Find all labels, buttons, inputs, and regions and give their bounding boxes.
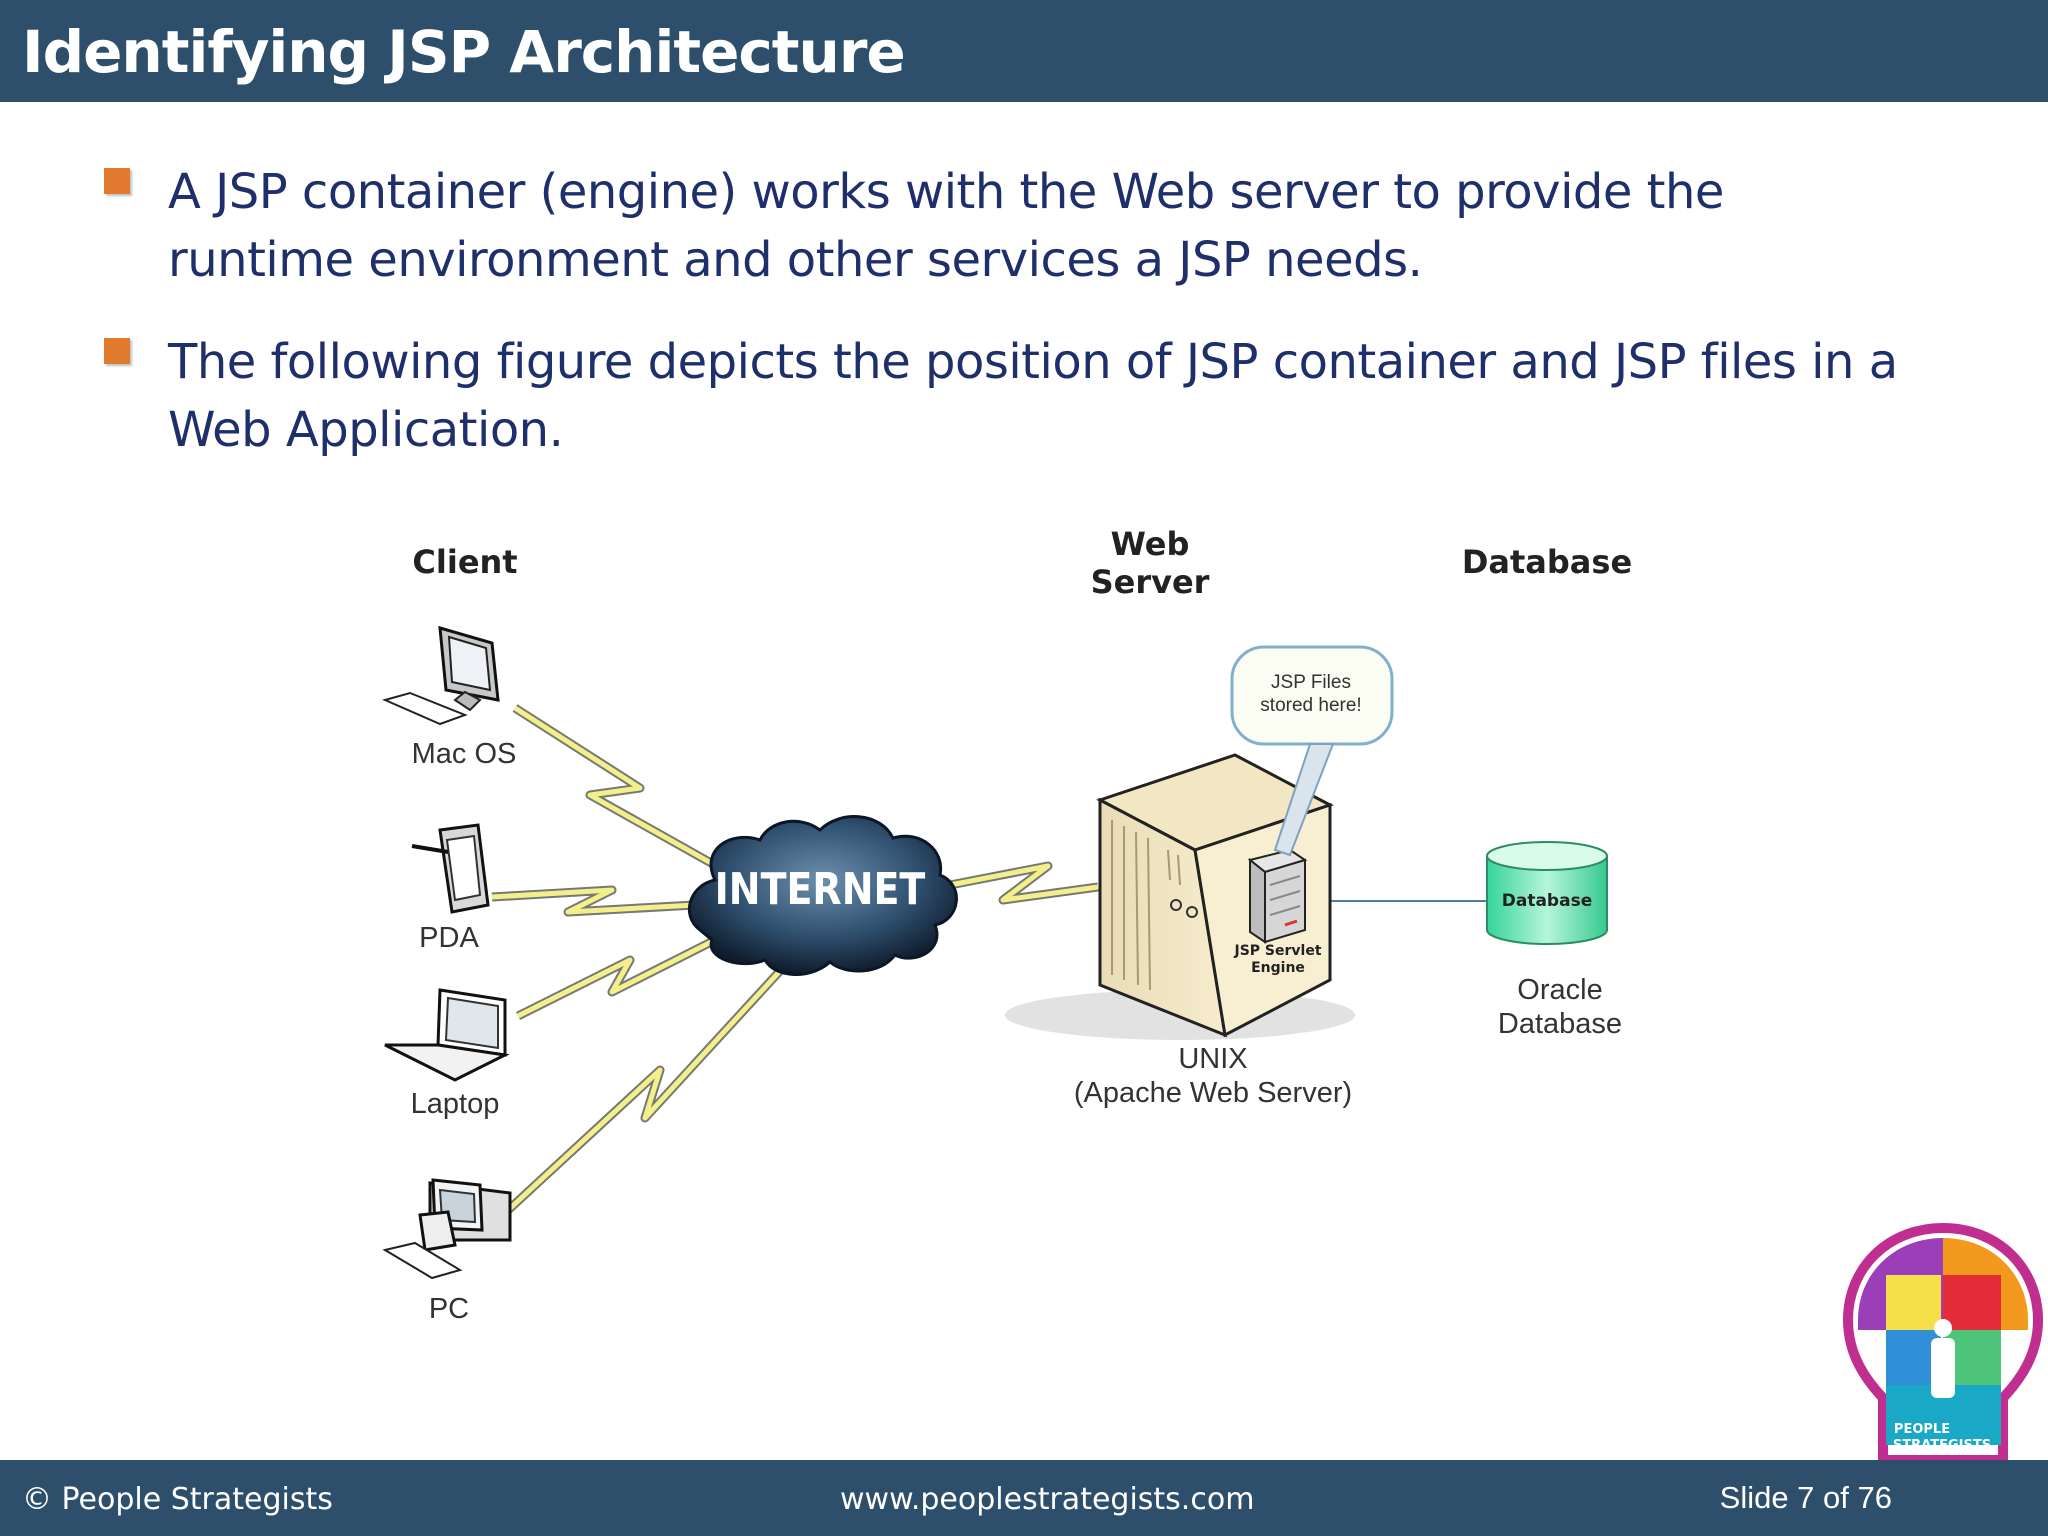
logo-text-line2: STRATEGISTS xyxy=(1893,1438,1991,1453)
lightning-mac-link xyxy=(512,704,723,872)
people-strategists-logo: PEOPLE STRATEGISTS xyxy=(1842,1222,2044,1512)
mac-os-label: Mac OS xyxy=(412,738,517,770)
database-cylinder-label: Database xyxy=(1502,891,1592,911)
pc-label: PC xyxy=(429,1293,469,1325)
logo-text-line1: PEOPLE xyxy=(1894,1422,1950,1437)
slide-title: Identifying JSP Architecture xyxy=(22,18,906,86)
laptop-icon xyxy=(384,988,510,1082)
bullet-text: The following figure depicts the positio… xyxy=(168,334,1898,458)
jsp-engine-box-icon xyxy=(1247,848,1308,944)
client-column-label: Client xyxy=(412,543,517,581)
web-server-column-label-line1: Web xyxy=(1111,525,1190,563)
mac-computer-icon xyxy=(382,625,500,726)
bullet-square-icon xyxy=(104,168,130,194)
bullet-text: A JSP container (engine) works with the … xyxy=(168,164,1724,288)
bullet-list: A JSP container (engine) works with the … xyxy=(100,158,1900,498)
server-label-line1: UNIX xyxy=(1178,1043,1247,1075)
pda-label: PDA xyxy=(419,922,479,954)
bullet-square-icon xyxy=(104,338,130,364)
database-column-label: Database xyxy=(1462,543,1632,581)
website-link[interactable]: www.peoplestrategists.com xyxy=(840,1482,1255,1517)
oracle-db-caption-line2: Database xyxy=(1498,1008,1622,1040)
lightning-pc-link xyxy=(501,956,794,1217)
callout-text-line1: JSP Files xyxy=(1271,672,1351,693)
callout-text-line2: stored here! xyxy=(1260,695,1361,716)
server-label-line2: (Apache Web Server) xyxy=(1074,1077,1352,1109)
copyright-text: © People Strategists xyxy=(22,1482,333,1517)
bullet-item: A JSP container (engine) works with the … xyxy=(100,158,1900,294)
internet-label: INTERNET xyxy=(715,863,926,914)
lightning-server-link xyxy=(949,861,1099,905)
jsp-engine-label-line2: Engine xyxy=(1251,960,1305,976)
pda-icon xyxy=(411,823,490,914)
web-server-tower-icon: JSP Servlet Engine xyxy=(1005,753,1355,1040)
database-cylinder-icon: Database xyxy=(1486,841,1608,945)
title-bar: Identifying JSP Architecture xyxy=(0,0,2048,102)
bullet-item: The following figure depicts the positio… xyxy=(100,328,1900,464)
lightning-pda-link xyxy=(491,885,696,917)
laptop-label: Laptop xyxy=(411,1088,500,1120)
slide-number: Slide 7 of 76 xyxy=(1719,1480,1892,1515)
pc-computer-icon xyxy=(382,1178,512,1280)
web-server-column-label-line2: Server xyxy=(1091,563,1210,601)
lightning-laptop-link xyxy=(515,930,728,1021)
footer-bar: © People Strategists www.peoplestrategis… xyxy=(0,1460,2048,1536)
jsp-engine-label-line1: JSP Servlet xyxy=(1233,943,1321,959)
oracle-db-caption-line1: Oracle xyxy=(1517,974,1602,1006)
internet-cloud-icon: INTERNET xyxy=(687,815,958,976)
jsp-files-callout: JSP Files stored here! xyxy=(1230,645,1394,857)
lightning-connectors xyxy=(491,704,1099,1217)
